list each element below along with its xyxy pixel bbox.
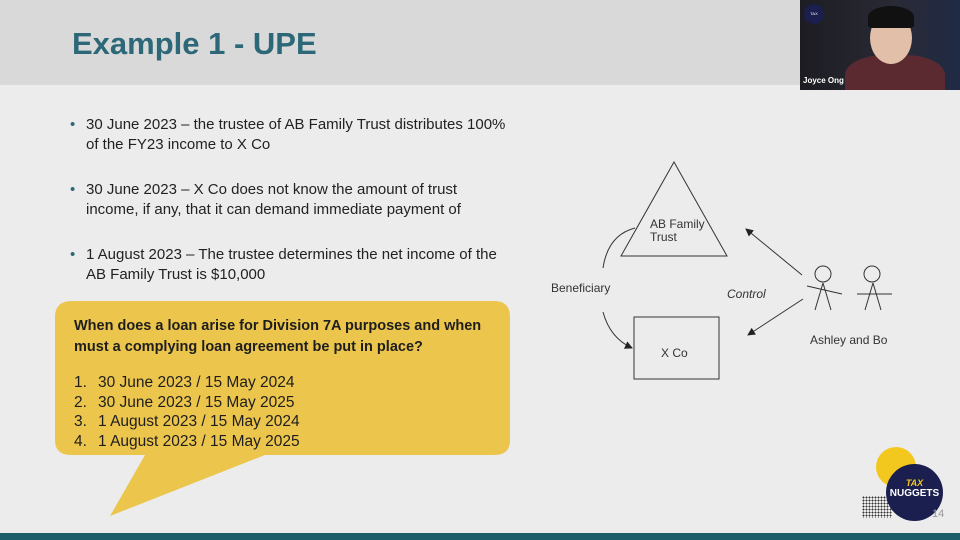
option-number: 1.	[74, 374, 87, 391]
answer-options: 1. 30 June 2023 / 15 May 2024 2. 30 June 2…	[74, 373, 300, 451]
option-number: 3.	[74, 413, 87, 430]
participant-name: Joyce Ong	[803, 76, 844, 85]
person-icon	[857, 265, 892, 311]
bullet-list: 30 June 2023 – the trustee of AB Family …	[70, 115, 510, 310]
bullet-item: 30 June 2023 – X Co does not know the am…	[70, 180, 510, 220]
control-arrow-company	[747, 298, 804, 336]
answer-option: 4. 1 August 2023 / 15 May 2025	[74, 432, 300, 452]
option-number: 4.	[74, 432, 87, 450]
slide-title: Example 1 - UPE	[72, 26, 317, 61]
webcam-tile[interactable]: TAX Joyce Ong	[800, 0, 960, 90]
company-label: X Co	[661, 346, 688, 360]
control-arrow-trust	[745, 228, 803, 276]
beneficiary-arrow	[602, 311, 633, 349]
answer-option: 3. 1 August 2023 / 15 May 2024	[74, 412, 300, 432]
beneficiary-label: Beneficiary	[551, 281, 610, 295]
webcam-logo: TAX	[804, 4, 824, 24]
option-number: 2.	[74, 393, 87, 411]
option-text: 30 June 2023 / 15 May 2024	[98, 374, 295, 391]
dot-pattern	[862, 496, 892, 518]
option-text: 1 August 2023 / 15 May 2025	[98, 432, 300, 450]
slide-footer-bar	[0, 533, 960, 540]
callout-question: When does a loan arise for Division 7A p…	[74, 318, 482, 355]
answer-option: 1. 30 June 2023 / 15 May 2024	[74, 373, 300, 393]
control-label: Control	[727, 287, 766, 301]
option-text: 1 August 2023 / 15 May 2024	[98, 413, 300, 430]
trust-label-2: Trust	[650, 230, 678, 244]
page-number: 14	[932, 508, 945, 520]
bullet-item: 1 August 2023 – The trustee determines t…	[70, 245, 510, 285]
trust-label-1: AB Family	[650, 217, 705, 231]
bullet-item: 30 June 2023 – the trustee of AB Family …	[70, 115, 510, 155]
company-box	[633, 316, 720, 380]
beneficiary-curve-top	[602, 227, 636, 269]
answer-option: 2. 30 June 2023 / 15 May 2025	[74, 393, 300, 413]
people-label: Ashley and Bo	[810, 333, 888, 347]
trust-triangle	[620, 160, 728, 257]
participant-hair	[868, 6, 914, 28]
option-text: 30 June 2023 / 15 May 2025	[98, 393, 295, 411]
person-icon	[806, 265, 843, 311]
